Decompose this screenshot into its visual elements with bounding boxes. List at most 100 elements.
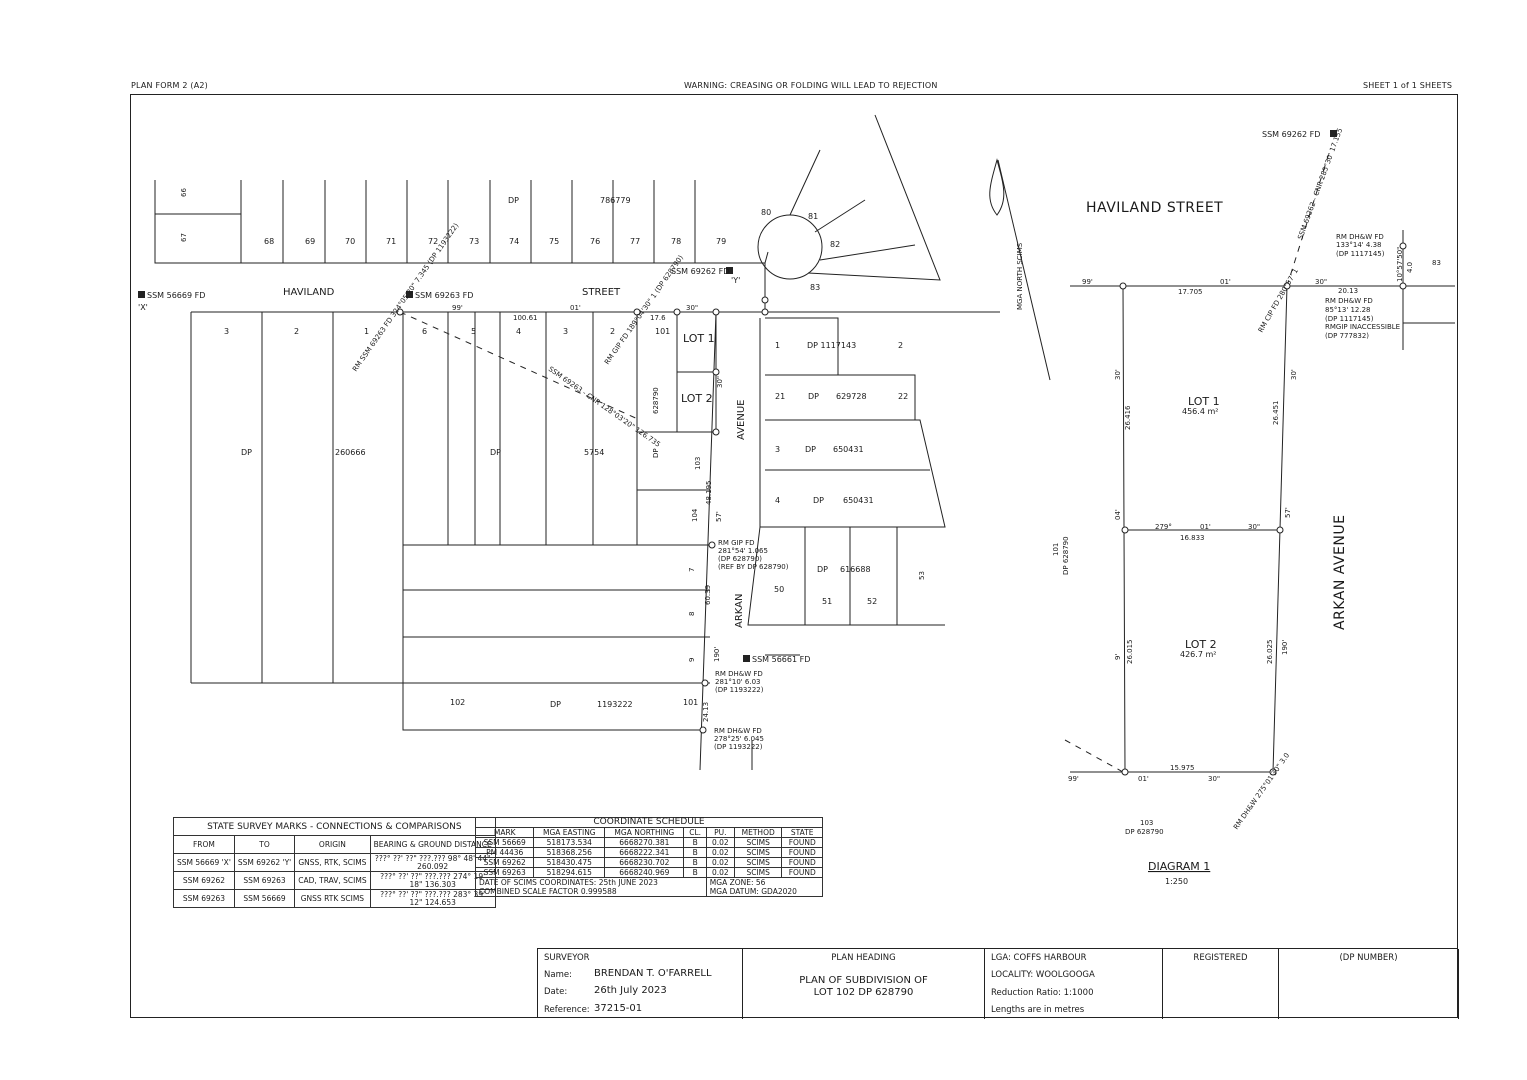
rm-gip-2: 281°54' 1.065 xyxy=(718,547,768,555)
dp-260666-prefix: DP xyxy=(241,448,252,457)
locality-value: LOCALITY: WOOLGOOGA xyxy=(991,970,1095,980)
coord-cell: FOUND xyxy=(781,867,823,878)
diagram-mid-dim: 16.833 xyxy=(1180,534,1205,542)
lot-3-mid: 3 xyxy=(563,327,568,336)
diagram-left-b30: 30' xyxy=(1114,369,1122,380)
dp-650431-b: 650431 xyxy=(843,496,874,505)
coord-cell: SSM 69262 xyxy=(474,857,535,868)
ssm-connections-table: STATE SURVEY MARKS - CONNECTIONS & COMPA… xyxy=(173,817,496,908)
diagram-lot-1-area: 456.4 m² xyxy=(1182,407,1218,416)
dim-48-195: 48.195 xyxy=(705,481,713,506)
name-label: Name: xyxy=(544,970,572,980)
dp-1193222: 1193222 xyxy=(597,700,633,709)
ssm-cnr-rotated: SSM 69263 - CNR 128°03'20" 126.735 xyxy=(547,365,662,449)
ssm-cell: GNSS, RTK, SCIMS xyxy=(294,853,371,872)
lot-82: 82 xyxy=(830,240,840,249)
dp-650431-prefix-b: DP xyxy=(813,496,824,505)
plan-heading-line-2: LOT 102 DP 628790 xyxy=(813,987,914,998)
lot-74: 74 xyxy=(509,237,519,246)
rm-dhw1-3: (DP 1193222) xyxy=(715,686,764,694)
diagram-lot-2-area: 426.7 m² xyxy=(1180,650,1216,659)
diagram-mid-b30: 30" xyxy=(1248,523,1260,531)
street-arkan: ARKAN xyxy=(734,594,745,629)
coord-cell: FOUND xyxy=(781,837,823,848)
diagram-rm2-c: (DP 1117145) xyxy=(1325,315,1374,323)
lot-right-1: 1 xyxy=(775,341,780,350)
rm-dhw2-1: RM DH&W FD xyxy=(714,727,762,735)
coord-cell: 518368.256 xyxy=(533,847,606,858)
ssm-cell: SSM 56669 xyxy=(233,889,296,908)
lot-78: 78 xyxy=(671,237,681,246)
coord-cell: SCIMS xyxy=(733,847,783,858)
lot-2-left: 2 xyxy=(294,327,299,336)
diagram-top-b01: 01' xyxy=(1220,278,1231,286)
dim-17-6: 17.6 xyxy=(650,314,666,322)
coord-footnote-date: DATE OF SCIMS COORDINATES: 25th JUNE 202… xyxy=(475,877,707,887)
rm-dhw1-2: 281°10' 6.03 xyxy=(715,678,761,686)
lot-102: 102 xyxy=(450,698,465,707)
dim-60-39: 60.39 xyxy=(704,585,712,605)
rm-gip-3: (DP 628790) xyxy=(718,555,762,563)
coord-cell: SSM 56669 xyxy=(474,837,535,848)
registered-panel: REGISTERED xyxy=(1163,949,1279,1019)
coord-table-caption: COORDINATE SCHEDULE xyxy=(475,817,823,828)
plan-heading-panel: PLAN HEADING PLAN OF SUBDIVISION OF LOT … xyxy=(743,949,985,1019)
coord-cell: FOUND xyxy=(781,847,823,858)
diagram-dim-4: 4.0 xyxy=(1406,262,1414,273)
diagram-left-b04: 04' xyxy=(1114,509,1122,520)
lot-83: 83 xyxy=(810,283,820,292)
coord-header-pu: PU. xyxy=(705,827,735,838)
surveyor-label: SURVEYOR xyxy=(544,953,590,963)
ssm-cell: GNSS RTK SCIMS xyxy=(294,889,371,908)
diagram-rm1-b: 133°14' 4.38 xyxy=(1336,241,1382,249)
table-row: SSM 56669 'X' SSM 69262 'Y' GNSS, RTK, S… xyxy=(173,853,496,872)
top-lots-boundary xyxy=(154,180,766,300)
diagram-left-26-416: 26.416 xyxy=(1124,405,1132,430)
dp-1193222-prefix: DP xyxy=(550,700,561,709)
coord-cell: 518430.475 xyxy=(533,857,606,868)
dim-b01: 01' xyxy=(570,304,581,312)
lot-right-4: 4 xyxy=(775,496,780,505)
mark-ssm69263: SSM 69263 FD xyxy=(415,291,473,300)
ssm-cell: SSM 69263 xyxy=(233,871,296,890)
coord-header-easting: MGA EASTING xyxy=(533,827,606,838)
diagram-rm2-b: 85°13' 12.28 xyxy=(1325,306,1371,314)
coord-header-cl: CL. xyxy=(683,827,707,838)
lot-79: 79 xyxy=(716,237,726,246)
coord-footnote-zone: MGA ZONE: 56 xyxy=(705,877,824,887)
coordinate-schedule-table: COORDINATE SCHEDULE MARK MGA EASTING MGA… xyxy=(474,817,824,897)
plan-frame xyxy=(130,94,1458,1018)
lot-67: 67 xyxy=(180,233,188,242)
coord-cell: FOUND xyxy=(781,857,823,868)
lot-right-3: 3 xyxy=(775,445,780,454)
lot-2-plan: LOT 2 xyxy=(681,392,713,405)
rm-gip-1: RM GIP FD xyxy=(718,539,754,547)
dp-786779-prefix: DP xyxy=(508,196,519,205)
lot-103: 103 xyxy=(694,457,702,470)
coord-header-mark: MARK xyxy=(474,827,535,838)
diagram-dp-103-628790: DP 628790 xyxy=(1125,828,1164,836)
coord-cell: 6668222.341 xyxy=(604,847,685,858)
coord-cell: SCIMS xyxy=(733,857,783,868)
diagram-bot-dim: 15.975 xyxy=(1170,764,1195,772)
lot-76: 76 xyxy=(590,237,600,246)
dp-1117143: DP 1117143 xyxy=(807,341,856,350)
lot-101: 101 xyxy=(683,698,698,707)
coord-cell: 0.02 xyxy=(705,837,735,848)
diagram-right-b30: 30' xyxy=(1290,369,1298,380)
diagram-ssm-top: SSM 69262 FD xyxy=(1262,130,1320,139)
plan-heading-label: PLAN HEADING xyxy=(831,953,896,963)
diagram-bot-b99: 99' xyxy=(1068,775,1079,783)
ssm-cell: ???° ??' ??" ???.??? 283° 39' 12" 124.65… xyxy=(369,889,496,908)
dp-260666: 260666 xyxy=(335,448,366,457)
reference-value: 37215-01 xyxy=(594,1003,643,1014)
lot-69: 69 xyxy=(305,237,315,246)
coord-header-northing: MGA NORTHING xyxy=(604,827,685,838)
dim-b30a: 30" xyxy=(686,304,698,312)
surveyor-name: BRENDAN T. O'FARRELL xyxy=(594,968,712,979)
diagram-scale: 1:250 xyxy=(1165,877,1188,886)
diagram-left-26-015: 26.015 xyxy=(1126,640,1134,665)
